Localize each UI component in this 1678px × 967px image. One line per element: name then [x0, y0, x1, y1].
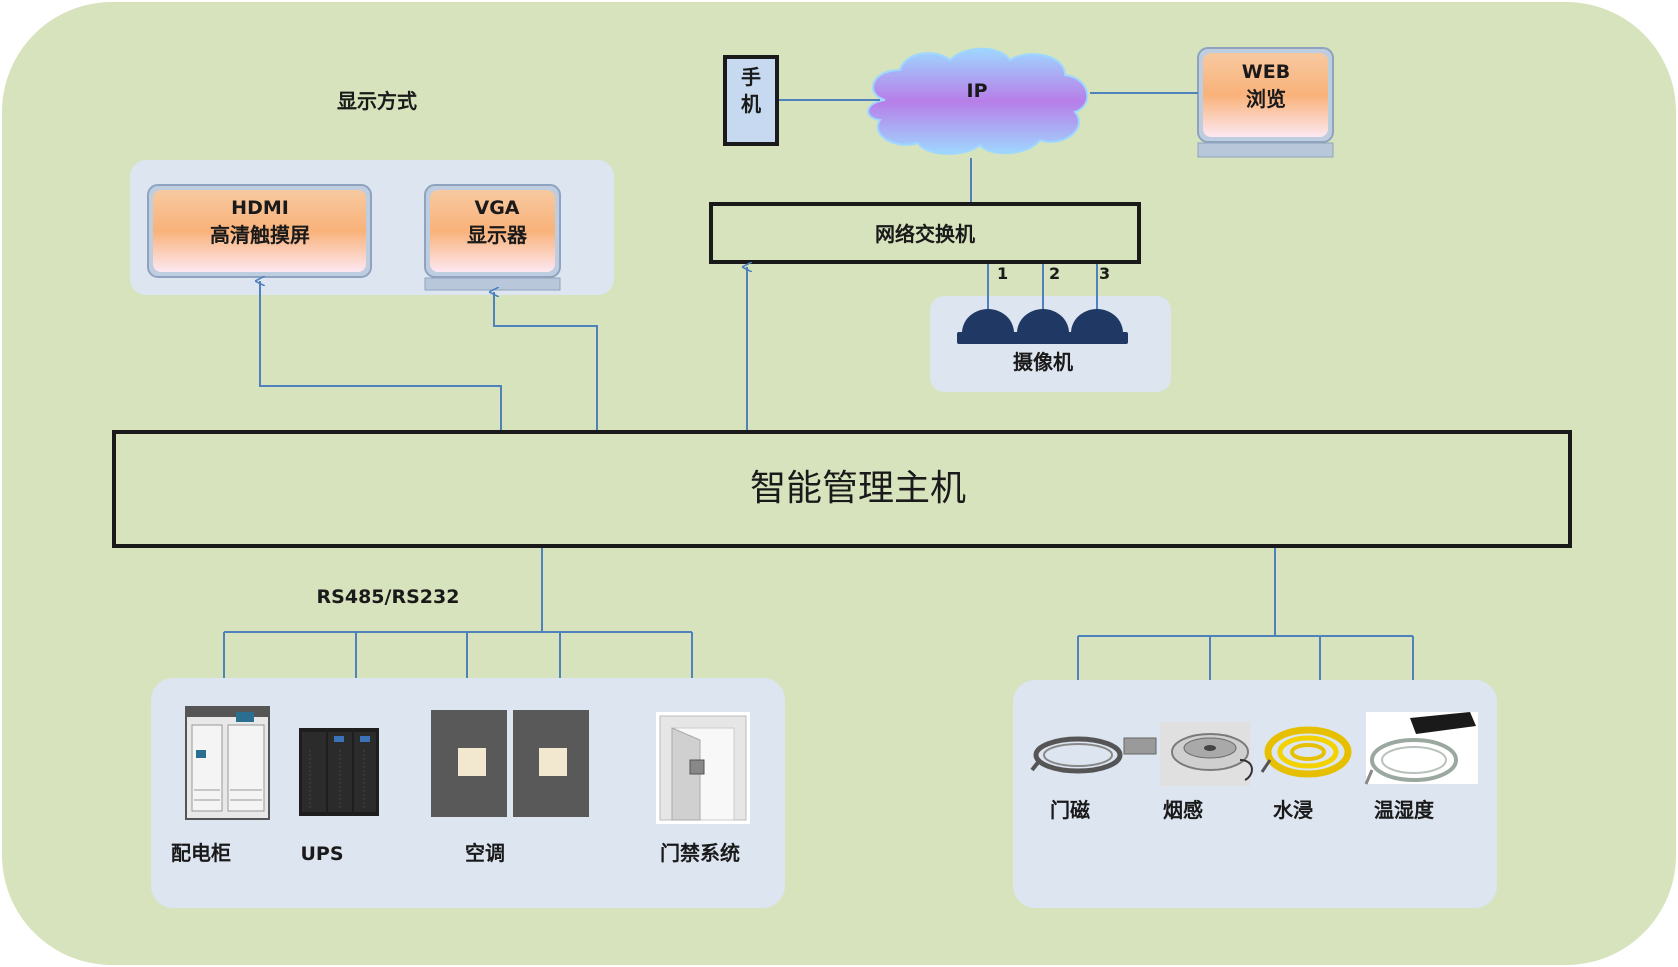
hdmi-sublabel: 高清触摸屏 — [210, 223, 310, 247]
display-section-title: 显示方式 — [337, 89, 417, 113]
sensor-label-smoke: 烟感 — [1163, 798, 1203, 822]
web-browser-terminal: WEB 浏览 — [1197, 47, 1334, 158]
phone-label-1: 手 — [741, 65, 761, 89]
smoke-detector-icon — [1160, 722, 1253, 786]
temp-humidity-icon — [1364, 712, 1478, 785]
web-sublabel: 浏览 — [1246, 87, 1286, 111]
sensor-label-door: 门磁 — [1050, 798, 1090, 822]
access-door-icon — [656, 712, 750, 824]
air-conditioner-icon — [431, 710, 589, 817]
camera-2-icon — [1012, 309, 1074, 344]
ups-icon — [299, 728, 379, 816]
sensor-label-temp: 温湿度 — [1374, 798, 1435, 822]
camera-port-3: 3 — [1099, 264, 1110, 283]
vga-monitor: VGA 显示器 — [424, 184, 561, 291]
vga-label: VGA — [474, 197, 519, 219]
camera-1-icon — [957, 309, 1019, 344]
distribution-cabinet-icon — [185, 706, 270, 820]
device-label-access: 门禁系统 — [660, 841, 740, 865]
sensor-label-water: 水浸 — [1273, 798, 1313, 822]
vga-stand — [424, 277, 561, 291]
camera-label: 摄像机 — [1013, 350, 1073, 374]
water-leak-icon — [1260, 726, 1352, 778]
door-magnet-icon — [1030, 736, 1157, 774]
host-hdmi-link — [260, 281, 502, 432]
switch-label: 网络交换机 — [875, 222, 975, 246]
host-vga-link — [494, 292, 598, 432]
cloud-label: IP — [967, 80, 988, 102]
camera-3-icon — [1066, 309, 1128, 344]
management-host: 智能管理主机 — [112, 430, 1572, 548]
web-label: WEB — [1242, 61, 1290, 83]
device-label-ac: 空调 — [465, 841, 505, 865]
bus-label: RS485/RS232 — [317, 586, 460, 608]
camera-port-2: 2 — [1049, 264, 1060, 283]
network-switch: 网络交换机 — [709, 202, 1141, 264]
host-label: 智能管理主机 — [750, 468, 966, 509]
camera-port-1: 1 — [997, 264, 1008, 283]
phone-device: 手 机 — [723, 55, 779, 146]
device-label-ups: UPS — [300, 843, 343, 865]
ip-cloud: IP — [867, 47, 1089, 155]
device-label-distribution: 配电柜 — [171, 841, 231, 865]
phone-label-2: 机 — [741, 92, 761, 116]
hdmi-label: HDMI — [231, 197, 289, 219]
web-stand — [1197, 142, 1334, 158]
camera-group: 1 2 3 摄像机 — [957, 264, 1128, 374]
vga-sublabel: 显示器 — [467, 223, 528, 247]
hdmi-touchscreen: HDMI 高清触摸屏 — [147, 184, 372, 278]
